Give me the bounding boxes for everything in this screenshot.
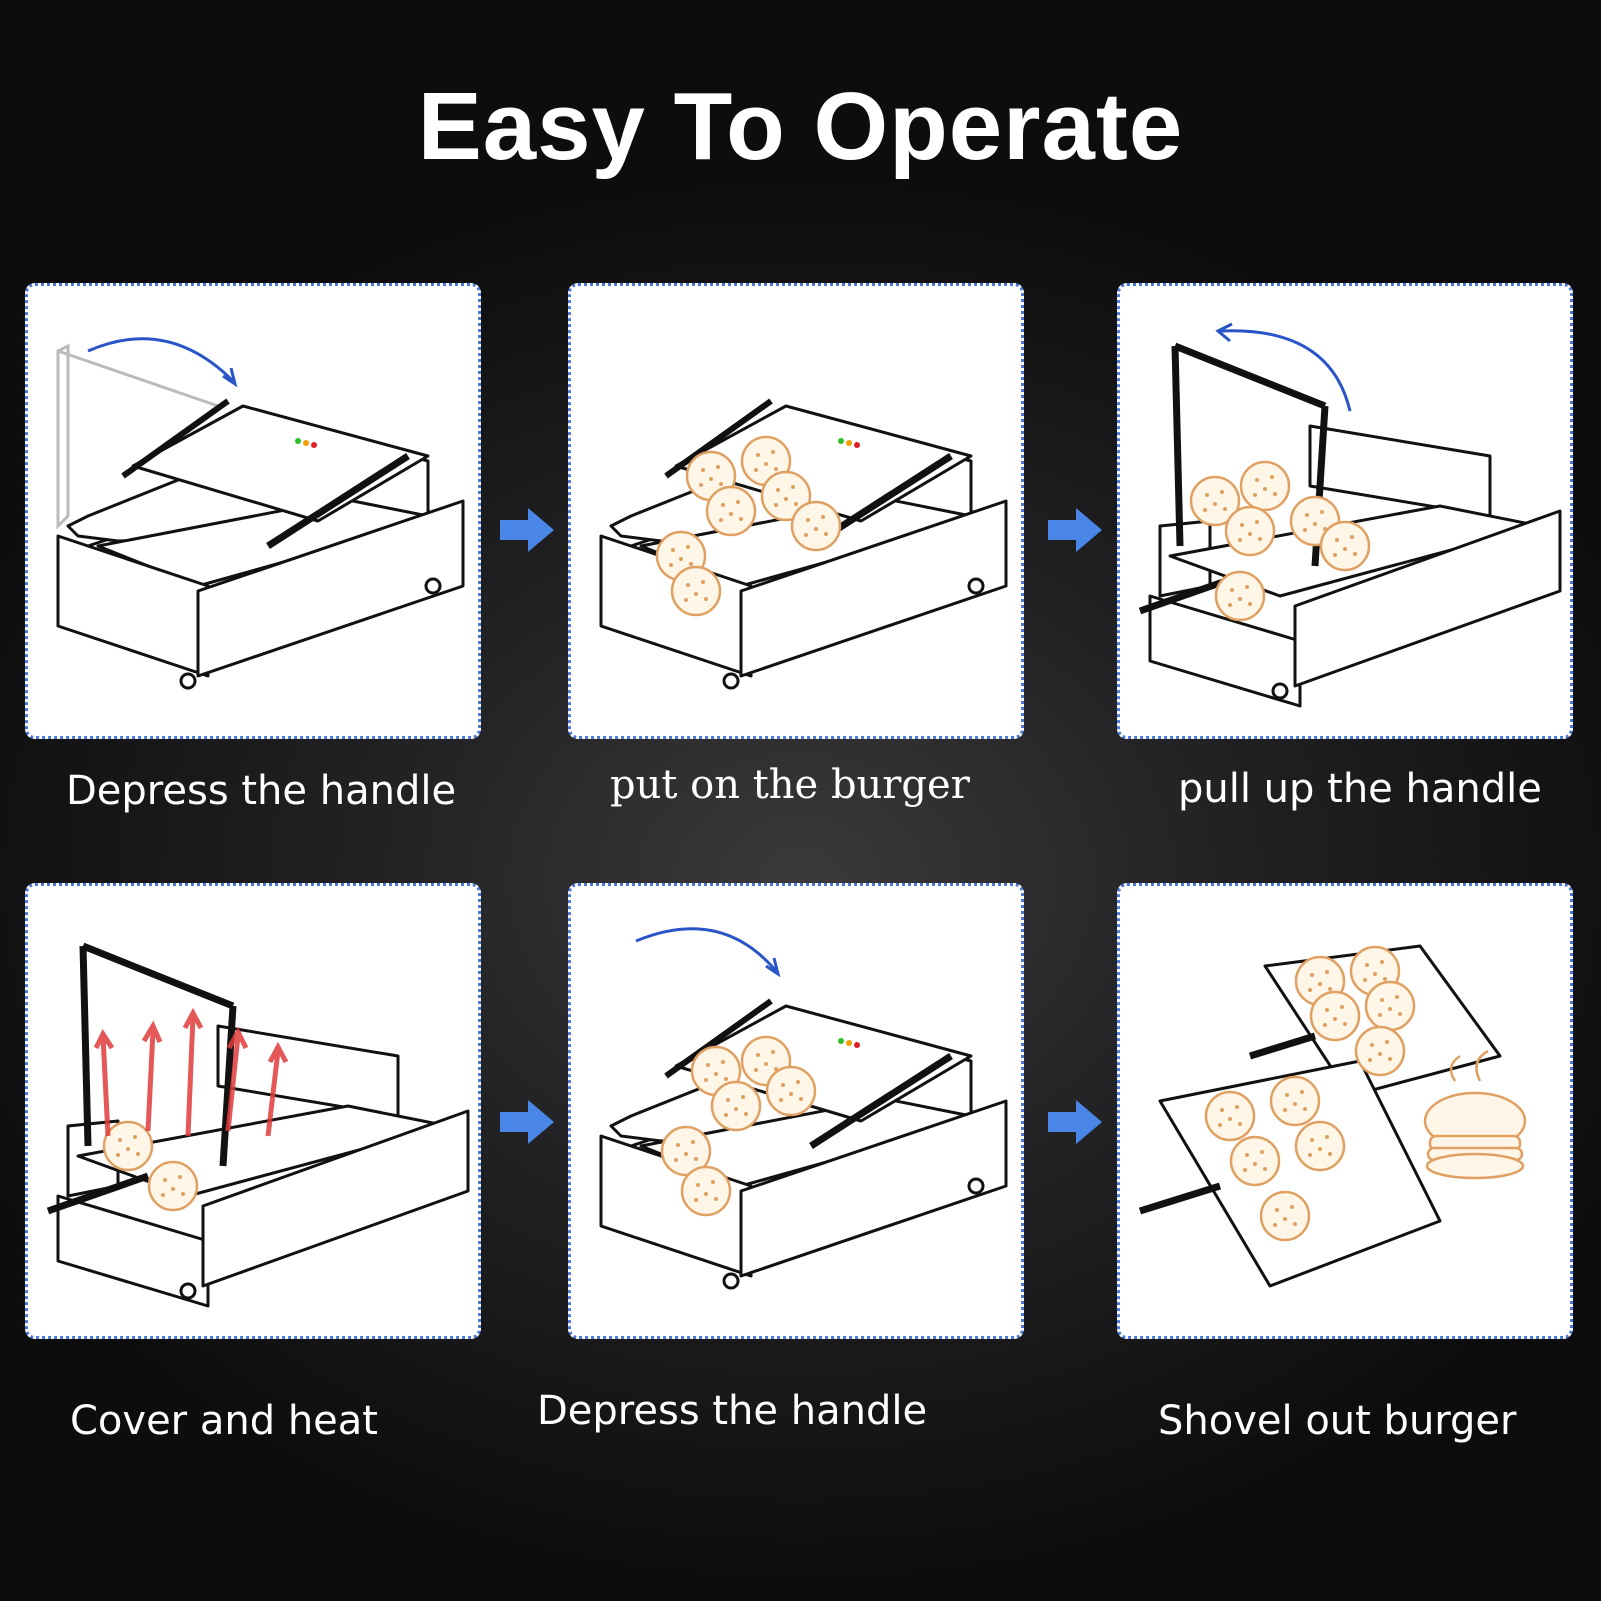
step-3-illustration <box>1117 283 1573 739</box>
right-arrow-icon <box>500 508 554 552</box>
step-4-caption: Cover and heat <box>70 1398 378 1444</box>
step-6-caption: Shovel out burger <box>1158 1398 1517 1444</box>
right-arrow-icon <box>1048 1100 1102 1144</box>
step-3-caption: pull up the handle <box>1178 766 1542 812</box>
step-2-illustration <box>568 283 1024 739</box>
step-1-illustration <box>25 283 481 739</box>
burger-icon <box>1423 1049 1527 1180</box>
heat-arrows-icon <box>93 1007 289 1137</box>
curved-arrow-icon <box>87 337 235 383</box>
right-arrow-icon <box>1048 508 1102 552</box>
step-1-caption: Depress the handle <box>66 768 457 814</box>
step-4-illustration <box>25 883 481 1339</box>
step-5-illustration <box>568 883 1024 1339</box>
step-2-caption: put on the burger <box>610 762 970 808</box>
page-title: Easy To Operate <box>417 73 1184 180</box>
curved-arrow-icon <box>635 927 778 972</box>
right-arrow-icon <box>500 1100 554 1144</box>
step-5-caption: Depress the handle <box>537 1388 928 1434</box>
step-6-illustration <box>1117 883 1573 1339</box>
curved-arrow-icon <box>1219 329 1352 412</box>
